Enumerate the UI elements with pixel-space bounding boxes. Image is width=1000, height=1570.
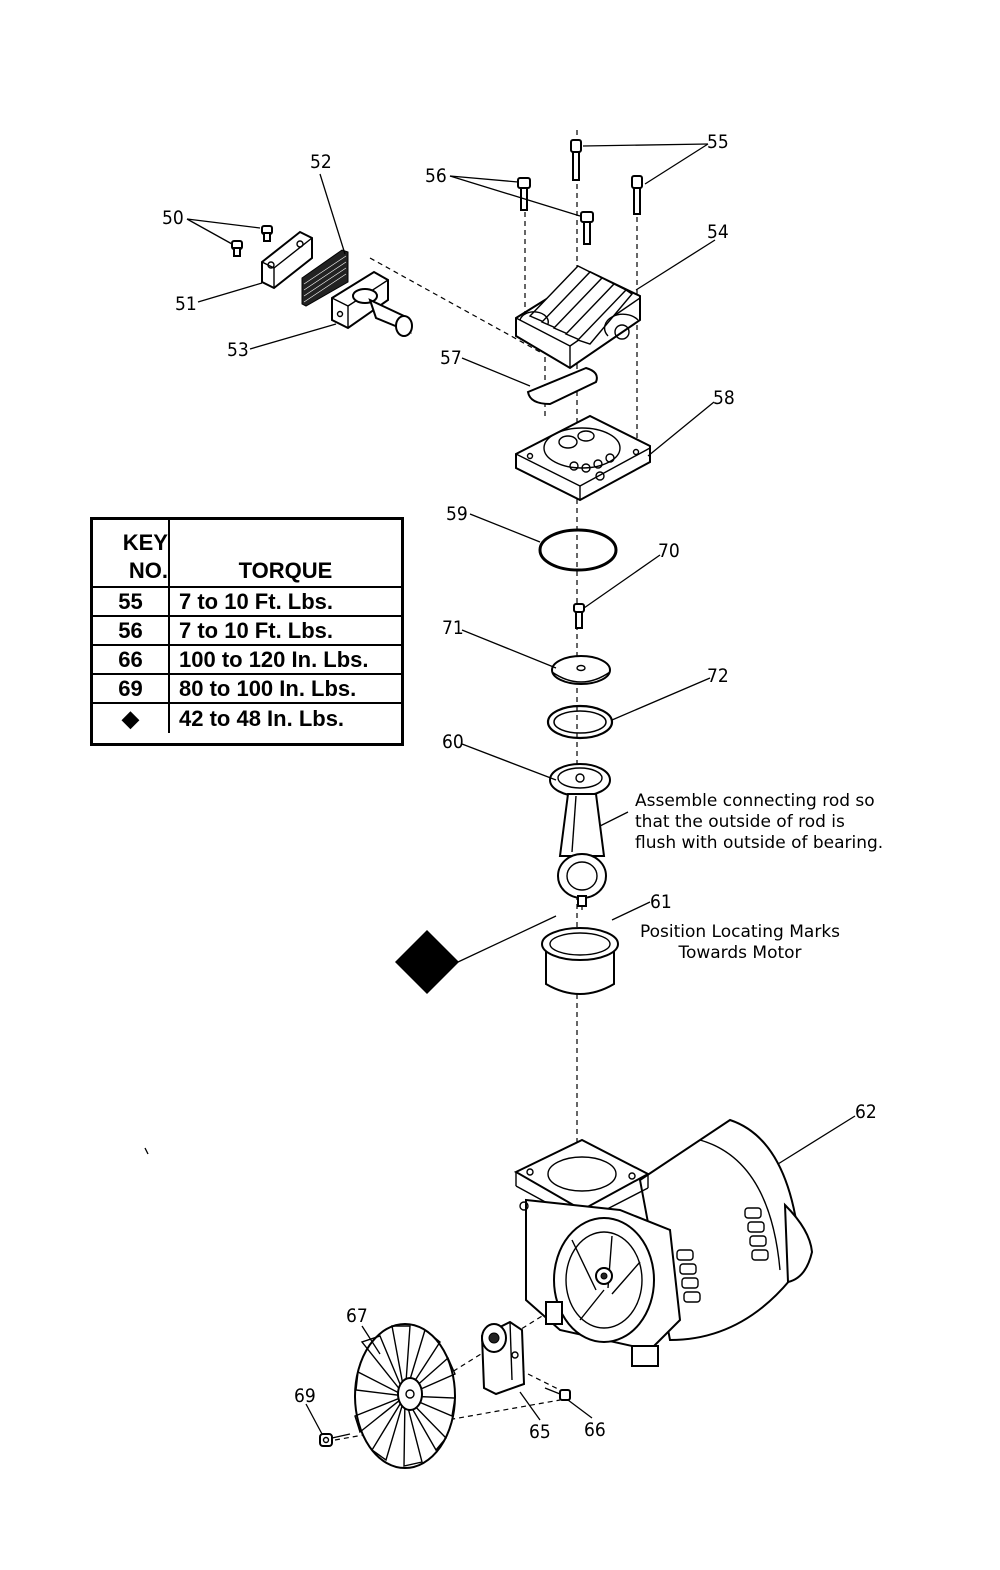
part-55-bolts [570,139,643,215]
part-67-fan [354,1323,456,1469]
callout-61: 61 [650,891,672,913]
table-row-key: 66 [93,646,170,675]
note-locating-marks: Position Locating Marks Towards Motor [640,922,840,963]
svg-text:Towards Motor: Towards Motor [677,943,801,963]
callout-54: 54 [707,221,729,243]
callout-66: 66 [584,1419,606,1441]
table-row-key-diamond: ◆ [93,704,170,733]
part-62-motor-crankcase [513,1118,814,1367]
table-row-key: 69 [93,675,170,704]
part-52-filter-element [301,249,349,307]
table-row-torque: 7 to 10 Ft. Lbs. [170,588,401,617]
callout-52: 52 [310,151,332,173]
svg-text:flush with outside of bearing.: flush with outside of bearing. [635,833,883,853]
part-61-bearing [541,927,619,995]
table-row-torque: 42 to 48 In. Lbs. [179,705,345,731]
torque-table: KEY NO. TORQUE 55 7 to 10 Ft. Lbs. 56 7 … [90,517,404,746]
callout-labels: 50 51 52 53 54 55 56 57 58 59 70 71 72 6… [162,131,877,1443]
part-50-screws [231,225,273,257]
callout-70: 70 [658,540,680,562]
callout-50: 50 [162,207,184,229]
part-51-filter-cover [261,230,313,290]
table-row-key: 56 [93,617,170,646]
part-58-valve-plate [515,414,651,502]
part-66-screw [544,1387,571,1401]
callout-69: 69 [294,1385,316,1407]
callout-51: 51 [175,293,197,315]
callout-56: 56 [425,165,447,187]
part-56-bolts [517,177,594,245]
svg-text:Assemble connecting rod so: Assemble connecting rod so [635,791,875,811]
callout-59: 59 [446,503,468,525]
callout-57: 57 [440,347,462,369]
svg-text:that the outside of rod is: that the outside of rod is [635,812,845,832]
part-57-gasket [526,366,598,406]
callout-62: 62 [855,1101,877,1123]
leader-lines [144,143,856,1435]
svg-text:Position Locating Marks: Position Locating Marks [640,922,840,942]
callout-71: 71 [442,617,464,639]
part-53-filter-base [331,270,413,337]
part-60-connecting-rod [549,763,611,907]
torque-diamond-marker [395,930,459,994]
part-70-screw [573,603,585,629]
part-72-ring [546,704,614,740]
part-65-bearing-bracket [480,1320,526,1396]
callout-55: 55 [707,131,729,153]
note-connecting-rod: Assemble connecting rod so that the outs… [635,791,883,853]
table-row-torque: 7 to 10 Ft. Lbs. [170,617,401,646]
part-71-retainer [551,655,611,685]
callout-65: 65 [529,1421,551,1443]
callout-53: 53 [227,339,249,361]
table-row-torque: 100 to 120 In. Lbs. [170,646,401,675]
table-row-torque: 80 to 100 In. Lbs. [170,675,401,704]
callout-67: 67 [346,1305,368,1327]
table-header-key: KEY NO. [93,520,170,588]
part-69-screw [319,1433,351,1447]
callout-60: 60 [442,731,464,753]
part-54-cylinder-head [515,265,641,370]
part-59-o-ring [538,528,618,572]
callout-72: 72 [707,665,729,687]
callout-58: 58 [713,387,735,409]
table-header-torque: TORQUE [170,520,401,588]
table-row-key: 55 [93,588,170,617]
